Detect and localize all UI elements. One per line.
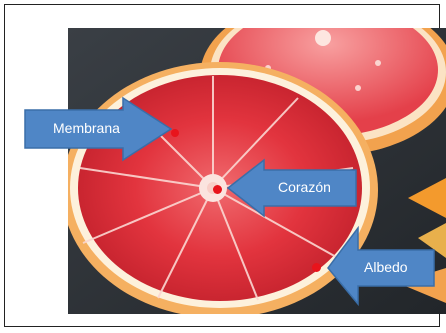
albedo-callout: Albedo	[328, 228, 436, 304]
corazon-marker	[213, 185, 222, 194]
corazon-label: Corazón	[278, 179, 331, 195]
albedo-marker	[312, 263, 321, 272]
membrana-callout: Membrana	[25, 98, 175, 160]
membrana-marker	[171, 129, 179, 137]
corazon-callout: Corazón	[228, 160, 358, 216]
membrana-label: Membrana	[53, 120, 120, 136]
albedo-label: Albedo	[364, 259, 408, 275]
